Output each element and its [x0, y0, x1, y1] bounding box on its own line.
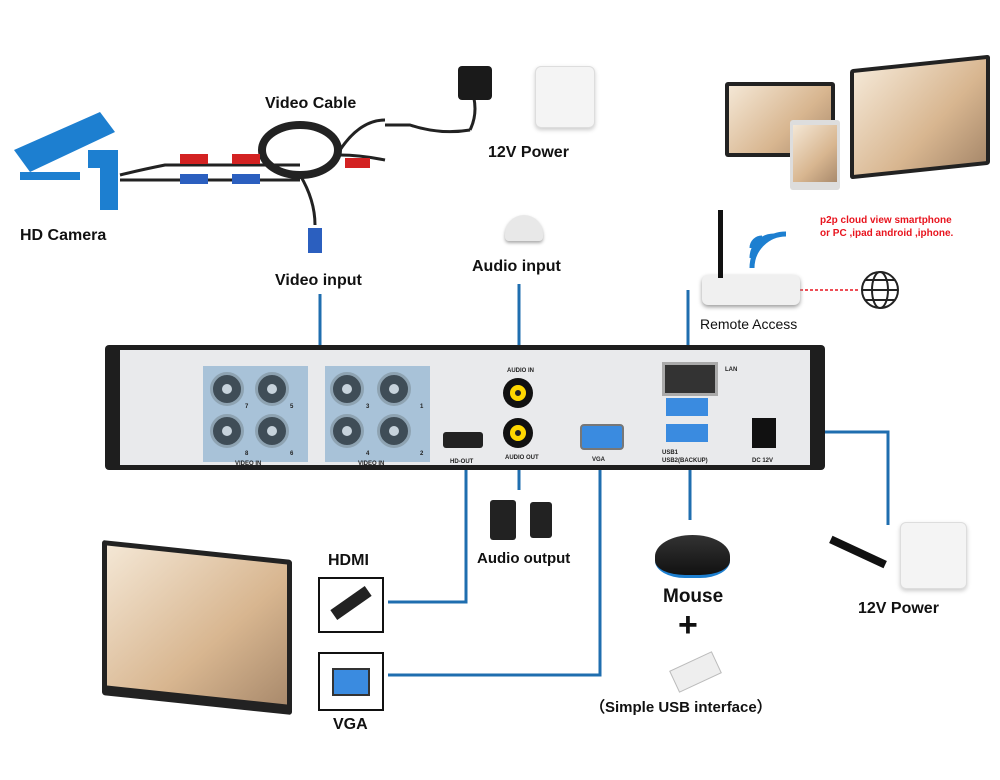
connector-blue-icon — [180, 174, 322, 253]
port-number: 7 — [245, 404, 249, 410]
port-number: 3 — [366, 404, 370, 410]
hdmi-port — [443, 432, 483, 448]
label-hdmi: HDMI — [328, 552, 369, 569]
label-mouse: Mouse — [663, 586, 724, 607]
label-usb-interface: （Simple USB interface） — [590, 699, 772, 716]
label-video-input: Video input — [275, 272, 362, 289]
cable-icon — [119, 84, 477, 226]
bnc-port — [377, 372, 411, 406]
audio-out-port — [503, 418, 533, 448]
line-vga — [388, 440, 602, 677]
line-hdmi — [388, 465, 468, 604]
bnc-port — [210, 414, 244, 448]
label-hd-camera: HD Camera — [20, 227, 107, 244]
p2p-note-line1: p2p cloud view smartphone — [820, 215, 952, 226]
camera-icon — [14, 112, 118, 210]
speaker-icon — [530, 502, 552, 538]
bnc-port — [377, 414, 411, 448]
label-usb1: USB1 — [662, 450, 679, 456]
label-hd-out: HD-OUT — [450, 459, 474, 465]
audio-in-port — [503, 378, 533, 408]
lan-port — [662, 362, 718, 396]
label-audio-out: AUDIO OUT — [505, 455, 539, 461]
mouse-icon — [655, 535, 730, 578]
label-remote-access: Remote Access — [700, 316, 798, 332]
globe-icon — [861, 271, 899, 309]
label-video-in-b: VIDEO IN — [358, 461, 385, 467]
p2p-note: p2p cloud view smartphone or PC ,ipad an… — [820, 214, 953, 240]
label-audio-in: AUDIO IN — [507, 368, 534, 374]
bnc-port — [330, 414, 364, 448]
port-number: 1 — [420, 404, 424, 410]
monitor-icon — [102, 540, 292, 715]
outlet-icon — [900, 522, 967, 589]
power-adapter-icon — [458, 66, 492, 100]
hdmi-icon — [318, 577, 384, 633]
p2p-note-line2: or PC ,ipad android ,iphone. — [820, 228, 954, 239]
usb-port-2 — [666, 424, 708, 442]
label-vga-port: VGA — [592, 457, 606, 463]
connector-red-icon — [180, 154, 370, 168]
speaker-icon — [490, 500, 516, 540]
bnc-port — [255, 372, 289, 406]
bnc-port — [330, 372, 364, 406]
label-vga: VGA — [333, 716, 368, 733]
router-icon — [702, 275, 800, 305]
monitor-icon — [850, 54, 990, 180]
vga-port — [580, 424, 624, 450]
usb-port-1 — [666, 398, 708, 416]
label-audio-input: Audio input — [472, 258, 561, 275]
dc-port — [752, 418, 776, 448]
microphone-icon — [505, 215, 543, 241]
label-lan: LAN — [725, 367, 738, 373]
port-number: 6 — [290, 451, 294, 457]
wifi-icon — [749, 231, 787, 269]
label-video-in-a: VIDEO IN — [235, 461, 262, 467]
port-number: 4 — [366, 451, 370, 457]
vga-icon — [318, 652, 384, 711]
tablet-icon — [790, 120, 840, 190]
label-power-top: 12V Power — [488, 144, 569, 161]
label-power-right: 12V Power — [858, 600, 939, 617]
label-video-cable: Video Cable — [265, 95, 357, 112]
router-antenna — [718, 210, 723, 278]
port-number: 5 — [290, 404, 294, 410]
label-audio-output: Audio output — [477, 550, 571, 567]
bnc-port — [210, 372, 244, 406]
bnc-port — [255, 414, 289, 448]
label-plus: + — [678, 606, 698, 644]
outlet-icon — [535, 66, 595, 128]
port-number: 2 — [420, 451, 424, 457]
label-usb2: USB2(BACKUP) — [662, 458, 708, 464]
port-number: 8 — [245, 451, 249, 457]
label-dc: DC 12V — [752, 458, 774, 464]
